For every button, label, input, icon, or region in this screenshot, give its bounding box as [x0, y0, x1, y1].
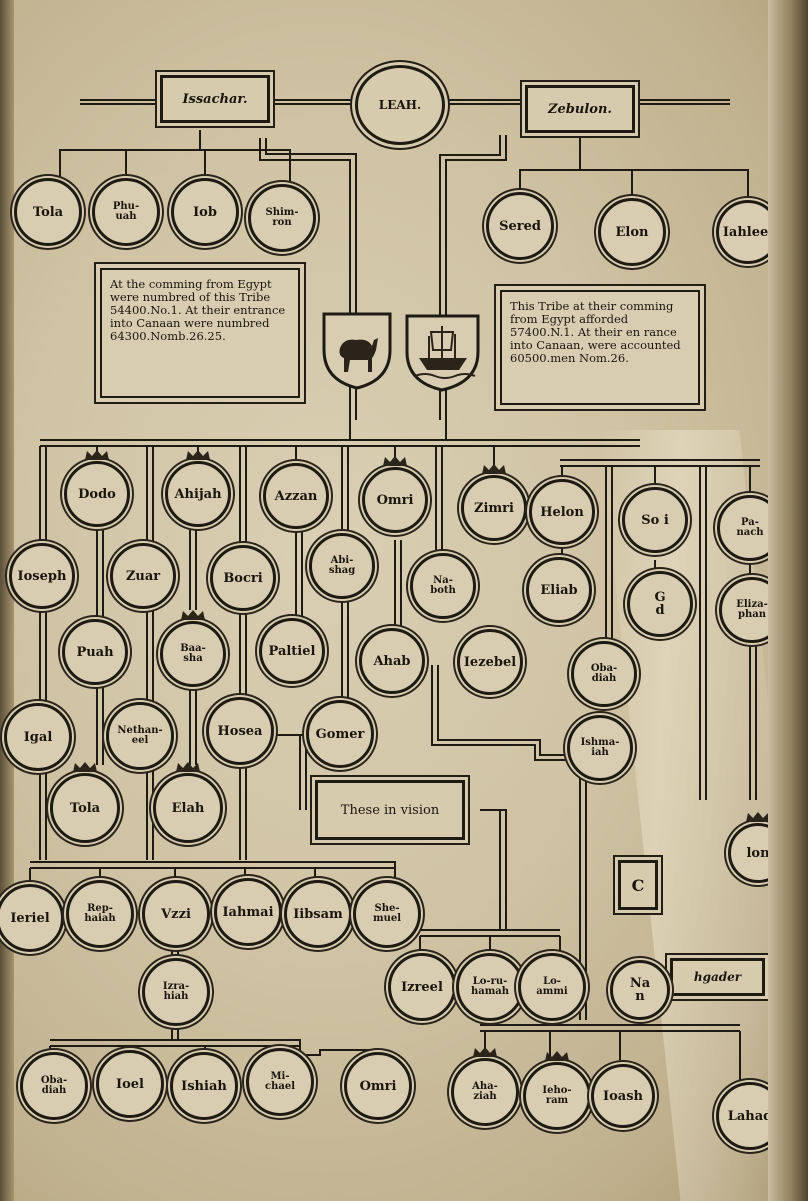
zebulon-ship-shield-icon — [405, 312, 480, 392]
person-node-paltiel: Paltiel — [259, 618, 325, 684]
person-node-nethaneel: Nethan- eel — [106, 702, 174, 770]
leah-cartouche: LEAH. — [355, 65, 445, 145]
issachar-census-note: At the comming from Egypt were numbred o… — [100, 268, 300, 398]
hephgader-label: hgader — [694, 970, 741, 984]
person-node-baasha: Baa- sha — [160, 621, 226, 687]
person-node-eliab: Eliab — [526, 557, 592, 623]
hephgader-cartouche: hgader — [670, 958, 765, 996]
zebulon-cartouche: Zebulon. — [525, 85, 635, 133]
person-node-ishiah: Ishiah — [170, 1052, 238, 1120]
person-node-iezebel: Iezebel — [457, 629, 523, 695]
crown-icon — [180, 609, 206, 621]
person-node-ioseph: Ioseph — [9, 543, 75, 609]
person-node-abishag: Abi- shag — [309, 533, 375, 599]
person-node-zuar: Zuar — [110, 543, 176, 609]
crown-icon — [84, 449, 110, 461]
person-node-ahab: Ahab — [359, 628, 425, 694]
issachar-label: Issachar. — [163, 78, 267, 120]
person-node-bocri: Bocri — [210, 545, 276, 611]
person-node-obadiah-mid: Oba- diah — [571, 641, 637, 707]
person-node-elizaphan: Eliza- phan — [719, 577, 785, 643]
person-node-ioash: Ioash — [591, 1064, 655, 1128]
person-node-na-partial: Na n — [610, 960, 670, 1020]
person-node-loammi: Lo- ammi — [518, 953, 586, 1021]
zebulon-census-note: This Tribe at their comming from Egypt a… — [500, 290, 700, 405]
person-node-gomer: Gomer — [306, 700, 374, 768]
person-node-igal: Igal — [4, 703, 72, 771]
person-node-uzzi: Vzzi — [142, 880, 210, 948]
person-node-gaddi: G d — [627, 571, 693, 637]
person-node-rephaiah: Rep- haiah — [66, 880, 134, 948]
leah-label: LEAH. — [358, 68, 442, 142]
person-node-zimri: Zimri — [461, 475, 527, 541]
person-node-hosea: Hosea — [206, 697, 274, 765]
person-node-elon: Elon — [598, 198, 666, 266]
crown-icon — [481, 463, 507, 475]
person-node-parnach: Pa- nach — [717, 495, 783, 561]
person-node-naboth: Na- both — [410, 553, 476, 619]
person-node-michael: Mi- chael — [246, 1048, 314, 1116]
crown-icon — [745, 811, 771, 823]
person-node-loruhamah: Lo-ru- hamah — [456, 953, 524, 1021]
person-node-ioel: Ioel — [96, 1050, 164, 1118]
person-node-ahijah: Ahijah — [165, 461, 231, 527]
crown-icon — [382, 455, 408, 467]
issachar-cartouche: Issachar. — [160, 75, 270, 123]
partial-cartouche-c: C — [618, 860, 658, 910]
person-node-iehoram: Ieho- ram — [523, 1062, 591, 1130]
person-node-omri-low: Omri — [344, 1052, 412, 1120]
person-node-iahmai: Iahmai — [214, 878, 282, 946]
crown-icon — [544, 1050, 570, 1062]
person-node-elon-right: lon — [728, 823, 788, 883]
person-node-izreel: Izreel — [388, 953, 456, 1021]
person-node-obadiah-low: Oba- diah — [20, 1052, 88, 1120]
vision-label: These in vision — [341, 803, 439, 818]
person-node-omri-mid: Omri — [362, 467, 428, 533]
person-node-elah: Elah — [153, 773, 223, 843]
person-node-puah: Puah — [62, 619, 128, 685]
crown-icon — [72, 761, 98, 773]
person-node-sered: Sered — [486, 192, 554, 260]
person-node-phuvah: Phu- uah — [92, 178, 160, 246]
person-node-tola-low: Tola — [50, 773, 120, 843]
vision-cartouche: These in vision — [315, 780, 465, 840]
person-node-ishmaiah: Ishma- iah — [567, 715, 633, 781]
crown-icon — [185, 449, 211, 461]
partial-cartouche-c-label: C — [632, 876, 645, 895]
person-node-iibsam: Iibsam — [284, 880, 352, 948]
person-node-tola-top: Tola — [14, 178, 82, 246]
person-node-iob: Iob — [171, 178, 239, 246]
person-node-helon: Helon — [529, 479, 595, 545]
crown-icon — [175, 761, 201, 773]
person-node-shimron: Shim- ron — [248, 184, 316, 252]
person-node-azzan: Azzan — [263, 463, 329, 529]
zebulon-label: Zebulon. — [528, 88, 632, 130]
person-node-shemuel: She- muel — [353, 880, 421, 948]
person-node-ahaziah: Aha- ziah — [451, 1058, 519, 1126]
crown-icon — [472, 1046, 498, 1058]
person-node-dodo: Dodo — [64, 461, 130, 527]
person-node-izrahiah: Izra- hiah — [142, 958, 210, 1026]
issachar-ass-shield-icon — [322, 310, 392, 390]
person-node-lahad: Lahad — [716, 1082, 784, 1150]
person-node-sodi: So i — [622, 487, 688, 553]
person-node-iahleel: Iahleel — [716, 200, 780, 264]
